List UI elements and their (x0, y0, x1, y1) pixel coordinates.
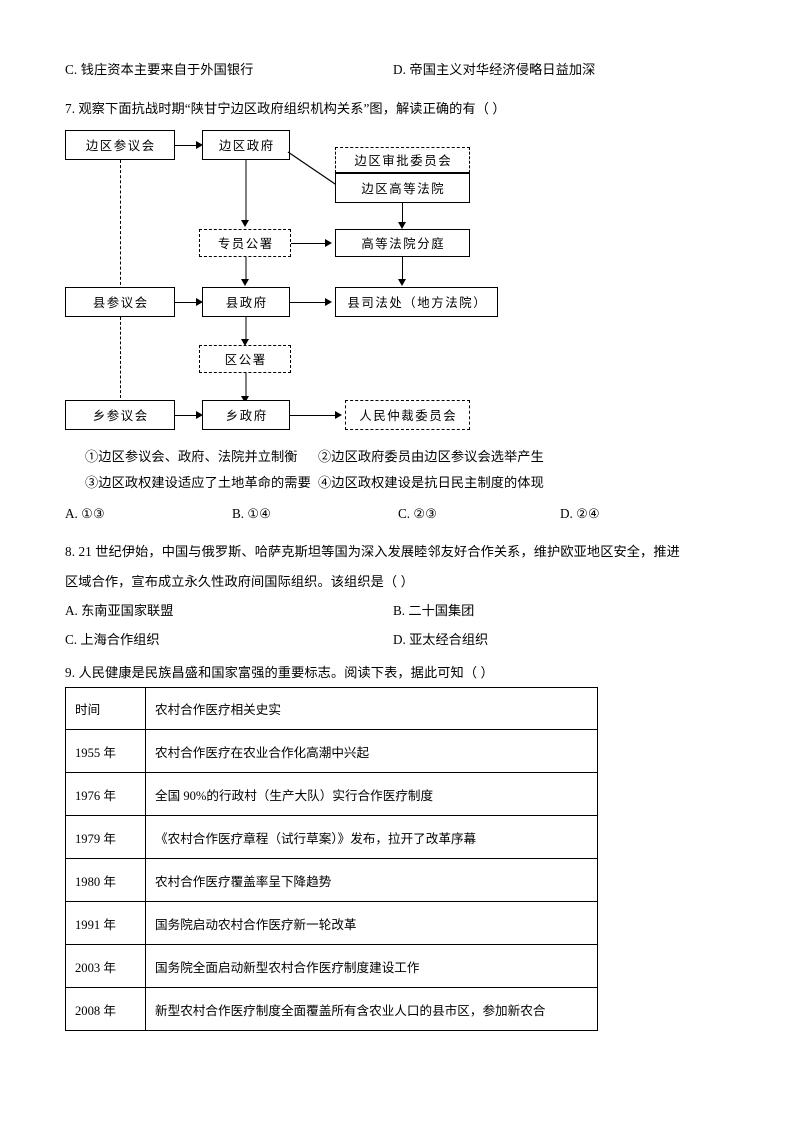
node-district-office: 区公署 (199, 345, 291, 373)
table-row: 1980 年 农村合作医疗覆盖率呈下降趋势 (65, 858, 598, 902)
question-8-choice-a[interactable]: A. 东南亚国家联盟 (65, 603, 174, 618)
table-cell-fact: 新型农村合作医疗制度全面覆盖所有含农业人口的县市区，参加新农合 (145, 987, 598, 1031)
question-7-statement-1: ①边区参议会、政府、法院并立制衡 (85, 449, 298, 464)
table-cell-year: 1991 年 (65, 901, 146, 945)
question-7-statement-3: ③边区政权建设适应了土地革命的需要 (85, 475, 311, 490)
question-8-choice-c[interactable]: C. 上海合作组织 (65, 632, 160, 647)
question-7-choice-a[interactable]: A. ①③ (65, 506, 105, 521)
arrowhead-high-court-to-branch (398, 222, 406, 229)
node-township-government: 乡政府 (202, 400, 290, 430)
council-link-dashed-upper (120, 160, 121, 295)
question-7-statement-4: ④边区政权建设是抗日民主制度的体现 (318, 475, 544, 490)
arrowhead-township-council-to-government (196, 410, 203, 419)
node-county-council: 县参议会 (65, 287, 175, 317)
question-8-choice-d[interactable]: D. 亚太经合组织 (393, 632, 489, 647)
table-cell-fact: 国务院全面启动新型农村合作医疗制度建设工作 (145, 944, 598, 988)
connector-county-council-to-government (175, 302, 200, 303)
question-7-choice-d[interactable]: D. ②④ (560, 506, 600, 521)
node-county-government: 县政府 (202, 287, 290, 317)
node-border-council: 边区参议会 (65, 130, 175, 160)
arrowhead-township-to-arbitration (335, 410, 342, 419)
table-cell-year: 1980 年 (65, 858, 146, 902)
table-cell-year: 1976 年 (65, 772, 146, 816)
arrowhead-council-to-government (196, 140, 203, 149)
table-cell-fact: 农村合作医疗覆盖率呈下降趋势 (145, 858, 598, 902)
node-border-high-court: 边区高等法院 (335, 173, 470, 203)
connector-council-to-government (175, 145, 200, 146)
connector-high-court-to-branch (402, 203, 403, 224)
connector-township-to-arbitration (290, 415, 339, 416)
table-header-time: 时间 (65, 687, 146, 730)
option-d-previous-question: D. 帝国主义对华经济侵略日益加深 (393, 62, 596, 77)
table-cell-year: 1955 年 (65, 729, 146, 773)
connector-commissioner-to-county (245, 257, 247, 281)
connector-branch-to-judicial-office (402, 257, 403, 281)
table-row: 2003 年 国务院全面启动新型农村合作医疗制度建设工作 (65, 944, 598, 988)
table-cell-year: 1979 年 (65, 815, 146, 859)
table-cell-fact: 农村合作医疗在农业合作化高潮中兴起 (145, 729, 598, 773)
connector-government-to-high-court (287, 151, 350, 194)
arrowhead-county-council-to-government (196, 297, 203, 306)
arrowhead-commissioner-to-branch (325, 238, 332, 247)
table-row: 1991 年 国务院启动农村合作医疗新一轮改革 (65, 901, 598, 945)
table-row: 1955 年 农村合作医疗在农业合作化高潮中兴起 (65, 729, 598, 773)
arrowhead-branch-to-judicial-office (398, 279, 406, 286)
node-border-review-committee: 边区审批委员会 (335, 147, 470, 173)
question-8-choice-b[interactable]: B. 二十国集团 (393, 603, 475, 618)
arrowhead-commissioner-to-county (241, 279, 249, 286)
connector-county-to-district (245, 317, 247, 341)
node-border-government: 边区政府 (202, 130, 290, 160)
table-row: 2008 年 新型农村合作医疗制度全面覆盖所有含农业人口的县市区，参加新农合 (65, 987, 598, 1031)
table-header-row: 时间 农村合作医疗相关史实 (65, 687, 598, 730)
question-8-stem-line-2: 区域合作，宣布成立永久性政府间国际组织。该组织是（ ） (65, 574, 414, 589)
connector-district-to-township (245, 373, 247, 398)
node-commissioner-office: 专员公署 (199, 229, 291, 257)
table-cell-fact: 《农村合作医疗章程（试行草案）》发布，拉开了改革序幕 (145, 815, 598, 859)
table-cell-year: 2008 年 (65, 987, 146, 1031)
arrowhead-county-to-district (241, 339, 249, 346)
option-c-previous-question: C. 钱庄资本主要来自于外国银行 (65, 62, 254, 77)
table-cell-fact: 国务院启动农村合作医疗新一轮改革 (145, 901, 598, 945)
node-people-arbitration-committee: 人民仲裁委员会 (345, 400, 470, 430)
connector-commissioner-to-branch (291, 243, 329, 244)
question-7-statement-2: ②边区政府委员由边区参议会选举产生 (318, 449, 544, 464)
table-row: 1976 年 全国 90%的行政村（生产大队）实行合作医疗制度 (65, 772, 598, 816)
arrowhead-district-to-township (241, 396, 249, 403)
arrowhead-government-to-commissioner (241, 220, 249, 227)
rural-cooperative-medical-table: 时间 农村合作医疗相关史实 1955 年 农村合作医疗在农业合作化高潮中兴起 1… (65, 687, 598, 1031)
connector-township-council-to-government (175, 415, 200, 416)
question-7-choice-c[interactable]: C. ②③ (398, 506, 438, 521)
table-cell-fact: 全国 90%的行政村（生产大队）实行合作医疗制度 (145, 772, 598, 816)
connector-government-to-commissioner (245, 160, 247, 222)
council-link-dashed-lower (120, 317, 121, 398)
question-9-stem: 9. 人民健康是民族昌盛和国家富强的重要标志。阅读下表，据此可知（ ） (65, 665, 494, 680)
table-header-facts: 农村合作医疗相关史实 (145, 687, 598, 730)
node-high-court-branch: 高等法院分庭 (335, 229, 470, 257)
arrowhead-county-government-to-judicial (325, 297, 332, 306)
table-cell-year: 2003 年 (65, 944, 146, 988)
question-8-stem-line-1: 8. 21 世纪伊始，中国与俄罗斯、哈萨克斯坦等国为深入发展睦邻友好合作关系，维… (65, 544, 680, 559)
question-7-choice-b[interactable]: B. ①④ (232, 506, 272, 521)
connector-county-government-to-judicial (290, 302, 329, 303)
node-county-judicial-office: 县司法处（地方法院） (335, 287, 498, 317)
question-7-stem: 7. 观察下面抗战时期“陕甘宁边区政府组织机构关系”图，解读正确的有（ ） (65, 101, 506, 116)
table-row: 1979 年 《农村合作医疗章程（试行草案）》发布，拉开了改革序幕 (65, 815, 598, 859)
node-township-council: 乡参议会 (65, 400, 175, 430)
